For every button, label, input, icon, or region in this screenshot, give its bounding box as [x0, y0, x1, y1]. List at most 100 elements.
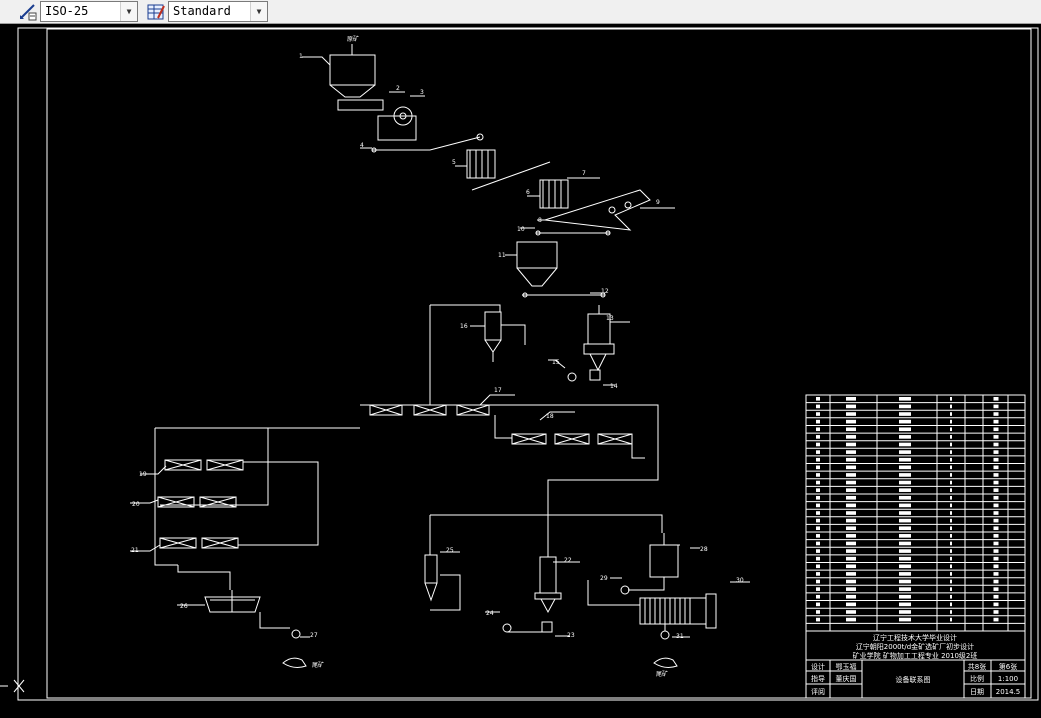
table-cell-mark [993, 549, 999, 553]
table-cell-mark [846, 579, 856, 584]
dimension-style-icon[interactable] [18, 2, 38, 22]
table-cell-mark [899, 602, 911, 607]
table-cell-mark [950, 488, 952, 492]
table-cell-mark [993, 480, 999, 485]
table-cell-mark [816, 412, 820, 416]
table-cell-mark [899, 534, 911, 538]
table-cell-mark [950, 412, 952, 416]
callout-label: 6 [526, 189, 530, 196]
chevron-down-icon[interactable]: ▼ [120, 2, 137, 21]
table-cell-mark [993, 465, 999, 470]
table-cell-mark [846, 397, 856, 401]
table-cell-mark [846, 488, 856, 492]
table-cell-mark [950, 572, 952, 576]
table-cell-mark [816, 419, 820, 424]
table-cell-mark [816, 594, 820, 599]
table-style-value: Standard [173, 4, 231, 18]
table-cell-mark [899, 617, 911, 622]
table-cell-mark [993, 587, 999, 591]
table-cell-mark [950, 427, 952, 432]
table-cell-mark [950, 564, 952, 569]
table-cell-mark [816, 534, 820, 538]
table-cell-mark [993, 404, 999, 409]
table-cell-mark [899, 549, 911, 553]
table-cell-mark [950, 480, 952, 485]
table-cell-mark [846, 549, 856, 553]
table-cell-mark [899, 480, 911, 485]
guide-label: 指导 [811, 674, 825, 683]
callout-label: 8 [538, 217, 542, 224]
callout-label: 11 [498, 252, 506, 259]
drawing-canvas[interactable]: 1 2 3 4 5 6 7 8 9 10 11 12 13 14 15 16 1… [0, 25, 1041, 713]
table-cell-mark [950, 556, 952, 561]
table-cell-mark [846, 465, 856, 470]
table-cell-mark [846, 473, 856, 477]
table-cell-mark [899, 404, 911, 409]
table-cell-mark [816, 503, 820, 508]
table-cell-mark [816, 556, 820, 561]
sheet-number: 第6张 [999, 662, 1017, 671]
table-cell-mark [950, 442, 952, 447]
table-cell-mark [950, 526, 952, 531]
table-cell-mark [846, 587, 856, 591]
callout-label: 27 [310, 632, 318, 639]
table-cell-mark [950, 610, 952, 614]
table-cell-mark [950, 511, 952, 515]
table-cell-mark [993, 572, 999, 576]
table-style-icon[interactable] [146, 2, 166, 22]
callout-label: 31 [676, 633, 684, 640]
table-cell-mark [950, 503, 952, 508]
table-cell-mark [993, 579, 999, 584]
table-cell-mark [816, 617, 820, 622]
table-cell-mark [899, 511, 911, 515]
callout-label: 9 [656, 199, 660, 206]
table-cell-mark [816, 488, 820, 492]
table-cell-mark [993, 556, 999, 561]
table-cell-mark [993, 564, 999, 569]
callout-label: 25 [446, 547, 454, 554]
table-cell-mark [950, 457, 952, 462]
table-cell-mark [846, 534, 856, 538]
table-cell-mark [993, 511, 999, 515]
table-cell-mark [899, 572, 911, 576]
table-cell-mark [899, 556, 911, 561]
table-cell-mark [846, 427, 856, 432]
date-value: 2014.5 [996, 688, 1021, 696]
toolbar: ISO-25 ▼ Standard ▼ [0, 0, 1041, 24]
table-style-dropdown[interactable]: Standard ▼ [168, 1, 268, 22]
callout-label: 12 [601, 288, 609, 295]
table-cell-mark [950, 549, 952, 553]
tailings-label: 尾矿 [312, 661, 324, 669]
table-cell-mark [816, 427, 820, 432]
table-cell-mark [846, 442, 856, 447]
table-cell-mark [993, 457, 999, 462]
table-cell-mark [993, 397, 999, 401]
table-cell-mark [993, 442, 999, 447]
review-label: 评阅 [811, 688, 825, 696]
chevron-down-icon[interactable]: ▼ [250, 2, 267, 21]
callout-label: 30 [736, 577, 744, 584]
table-cell-mark [846, 526, 856, 531]
table-cell-mark [899, 427, 911, 432]
table-cell-mark [950, 594, 952, 599]
total-sheets: 共8张 [968, 662, 986, 671]
department: 矿业学院 矿物加工工程专业 2010级2班 [853, 651, 978, 660]
scale-label: 比例 [970, 674, 984, 683]
table-cell-mark [899, 450, 911, 454]
table-cell-mark [950, 579, 952, 584]
table-cell-mark [816, 442, 820, 447]
table-cell-mark [846, 480, 856, 485]
table-cell-mark [993, 495, 999, 500]
table-cell-mark [950, 495, 952, 500]
table-cell-mark [816, 549, 820, 553]
title-block: 辽宁工程技术大学毕业设计 辽宁朝阳2000t/d金矿选矿厂初步设计 矿业学院 矿… [805, 630, 1026, 699]
table-cell-mark [993, 450, 999, 454]
table-cell-mark [899, 442, 911, 447]
dimension-style-dropdown[interactable]: ISO-25 ▼ [40, 1, 138, 22]
table-cell-mark [950, 617, 952, 622]
scale-value: 1:100 [998, 675, 1018, 683]
table-cell-mark [846, 610, 856, 614]
crushing-section [329, 44, 651, 298]
school-name: 辽宁工程技术大学毕业设计 [873, 633, 957, 642]
callout-label: 1 [299, 53, 303, 60]
